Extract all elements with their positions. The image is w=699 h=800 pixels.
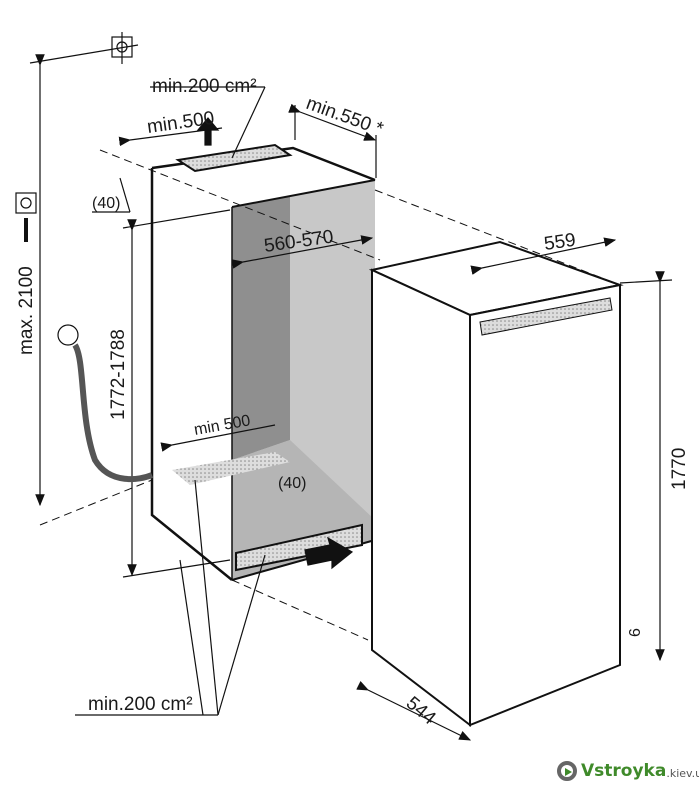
appliance-height-label: 1770 bbox=[669, 448, 690, 490]
top-vent-label: min.200 cm² bbox=[152, 76, 257, 97]
bottom-gap-label: (40) bbox=[278, 475, 306, 492]
niche-height-label: 1772-1788 bbox=[108, 329, 129, 420]
top-gap-label: (40) bbox=[92, 195, 120, 212]
niche bbox=[150, 117, 376, 581]
watermark-brand: Vstroyka bbox=[581, 761, 667, 781]
watermark-domain: .kiev.ua bbox=[666, 766, 699, 780]
watermark-logo-icon bbox=[557, 761, 577, 781]
depth-min-label: min.550 * bbox=[303, 93, 386, 140]
water-connection-icon bbox=[57, 324, 79, 346]
watermark: Vstroyka .kiev.ua bbox=[556, 760, 699, 782]
bottom-vent-label: min.200 cm² bbox=[88, 694, 193, 715]
max-height-label: max. 2100 bbox=[16, 266, 37, 355]
appliance bbox=[368, 240, 624, 728]
appliance-width-label: 559 bbox=[543, 230, 577, 255]
plinth-label: 6 bbox=[627, 628, 644, 637]
socket-icon bbox=[15, 192, 37, 214]
